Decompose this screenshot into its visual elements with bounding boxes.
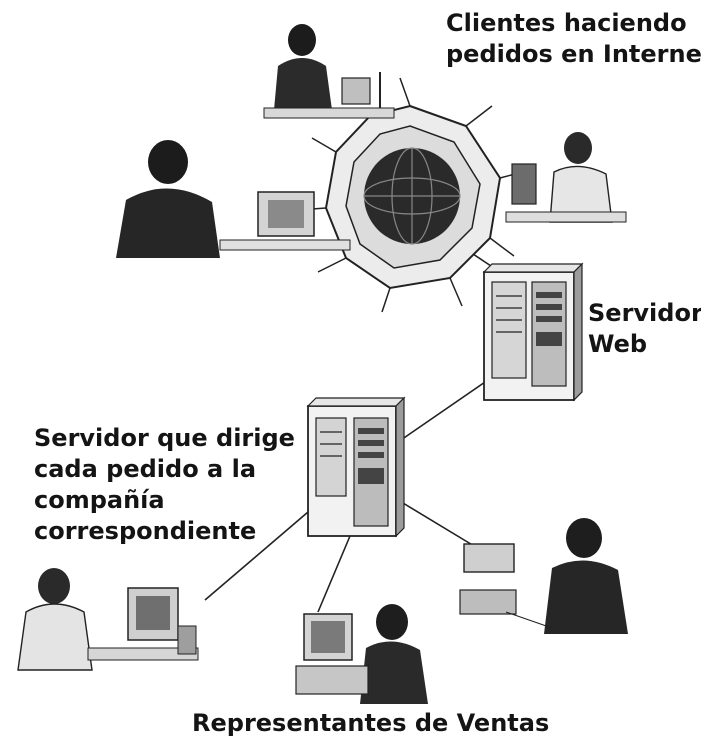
link-web-to-router [397,379,489,443]
web-server-label: Servidor Web [588,298,701,360]
web-server-icon [482,262,584,402]
sales-rep-center-icon [295,604,428,704]
routing-server-icon [306,396,406,538]
sales-rep-left-icon [17,568,199,671]
link-router-to-sales-center [317,535,351,613]
web-server-label-line-1: Servidor [588,299,701,327]
sales-rep-right-icon [459,518,628,634]
client-left-person-icon [116,140,351,258]
routing-server-label-line-4: correspondiente [34,517,257,545]
routing-server-label-line-2: cada pedido a la [34,455,257,483]
clients-label-line-1: Clientes haciendo [446,9,687,37]
sales-representatives-label: Representantes de Ventas [192,709,550,737]
link-router-to-sales-left [204,511,309,601]
web-server-label-line-2: Web [588,330,648,358]
client-right-person-icon [505,132,627,223]
routing-server-label-line-1: Servidor que dirige [34,424,295,452]
routing-server-label: Servidor que dirige cada pedido a la com… [34,423,295,547]
clients-label: Clientes haciendo pedidos en Internet [446,8,701,70]
client-top-person-icon [263,24,395,119]
routing-server-label-line-3: compañía [34,486,165,514]
internet-web-icon [297,77,531,313]
clients-label-line-2: pedidos en Internet [446,40,701,68]
